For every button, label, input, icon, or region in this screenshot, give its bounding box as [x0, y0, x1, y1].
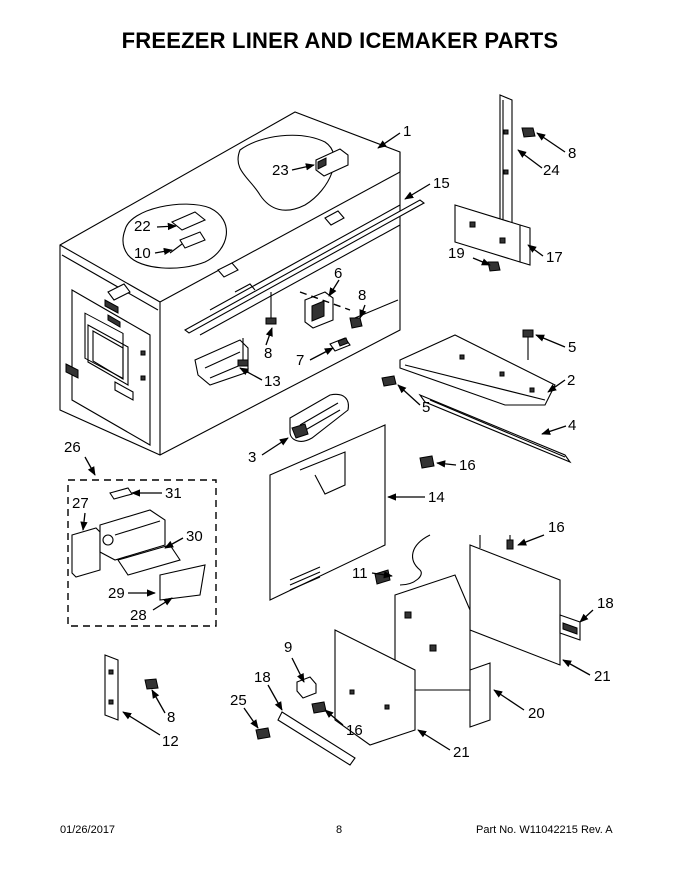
footer-date: 01/26/2017 — [60, 824, 116, 836]
callout-7: 7 — [296, 352, 304, 369]
callout-12: 12 — [162, 733, 179, 750]
callout-5a: 5 — [568, 339, 576, 356]
part-18-slide — [559, 614, 581, 641]
callout-21a: 21 — [594, 668, 611, 685]
callout-11: 11 — [352, 565, 368, 582]
part-2-bracket — [381, 329, 556, 406]
leader-lines — [80, 132, 594, 751]
part-17-bracket — [454, 204, 531, 272]
callout-9: 9 — [284, 639, 292, 656]
callout-24: 24 — [543, 162, 560, 179]
part-27-icemaker — [71, 487, 206, 601]
callout-19: 19 — [448, 245, 465, 262]
callout-28: 28 — [130, 607, 147, 624]
part-9-switch — [296, 676, 317, 699]
callout-23: 23 — [272, 162, 289, 179]
callout-31: 31 — [165, 485, 182, 502]
callout-4: 4 — [568, 417, 576, 434]
callout-22: 22 — [134, 218, 151, 235]
callout-13: 13 — [264, 373, 281, 390]
callout-18b: 18 — [254, 669, 271, 686]
part-6-switch — [299, 291, 351, 352]
part-3-duct-cover — [289, 393, 349, 442]
callout-20: 20 — [528, 705, 545, 722]
callout-16b: 16 — [548, 519, 565, 536]
callout-17: 17 — [546, 249, 563, 266]
callout-3: 3 — [248, 449, 256, 466]
callout-15: 15 — [433, 175, 450, 192]
callout-5b: 5 — [422, 399, 430, 416]
freezer-liner — [59, 111, 426, 456]
callout-16a: 16 — [459, 457, 476, 474]
callout-21b: 21 — [453, 744, 470, 761]
page-title: FREEZER LINER AND ICEMAKER PARTS — [121, 28, 559, 53]
callout-2: 2 — [567, 372, 575, 389]
callout-30: 30 — [186, 528, 203, 545]
callout-8c: 8 — [568, 145, 576, 162]
part-12-bracket — [104, 654, 159, 721]
part-14-panel — [269, 424, 435, 601]
callout-27: 27 — [72, 495, 89, 512]
screw-8-liner — [237, 292, 363, 367]
callout-8b: 8 — [264, 345, 272, 362]
part-21-rear-panel — [469, 535, 561, 666]
callout-10: 10 — [134, 245, 151, 262]
callout-1: 1 — [403, 123, 411, 140]
part-23-cover — [315, 148, 349, 177]
callout-16c: 16 — [346, 722, 363, 739]
part-21-lower-panel — [334, 629, 416, 746]
part-24-channel — [499, 94, 536, 231]
callout-14: 14 — [428, 489, 445, 506]
callout-labels: 1 23 15 22 10 6 8 7 8 13 8 24 19 17 5 2 … — [64, 123, 614, 761]
part-18-lower-slide — [255, 701, 356, 766]
icemaker-group-box — [67, 479, 217, 627]
callout-25: 25 — [230, 692, 247, 709]
callout-6: 6 — [334, 265, 342, 282]
callout-8d: 8 — [167, 709, 175, 726]
callout-26: 26 — [64, 439, 81, 456]
part-4-rail — [418, 393, 572, 464]
callout-29: 29 — [108, 585, 125, 602]
footer-part-number: Part No. W11042215 Rev. A — [476, 824, 613, 836]
callout-8a: 8 — [358, 287, 366, 304]
footer-page-number: 8 — [336, 824, 343, 836]
callout-18a: 18 — [597, 595, 614, 612]
